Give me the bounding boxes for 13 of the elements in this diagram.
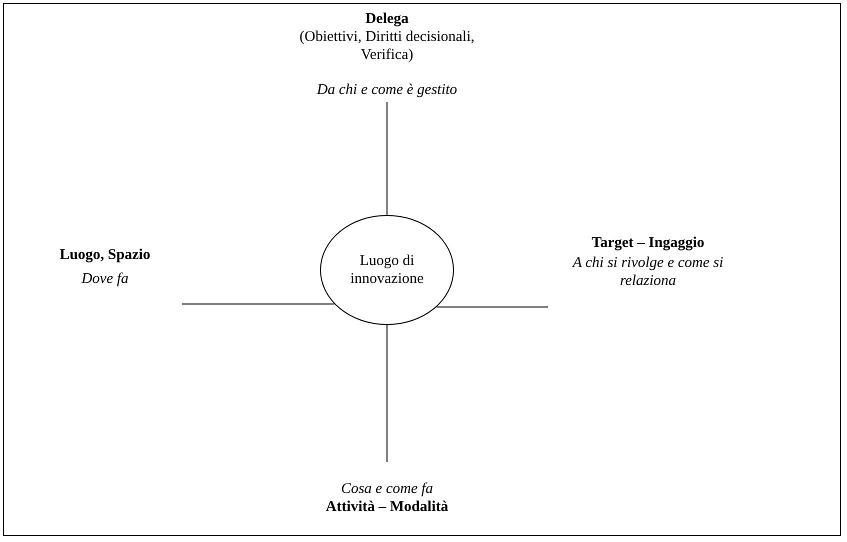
description-text: Cosa e come fa xyxy=(340,480,434,498)
ellipse-node: Luogo di innovazione xyxy=(320,215,454,325)
connector-line xyxy=(386,102,388,216)
connector-line xyxy=(436,306,548,308)
heading-text: Delega xyxy=(364,10,410,28)
heading-text: Attività – Modalità xyxy=(324,498,450,516)
description-text: Dove fa xyxy=(80,270,130,288)
description-text: Da chi e come è gestito xyxy=(316,81,458,99)
heading-text: Target – Ingaggio xyxy=(590,234,706,252)
description-text: A chi si rivolge e come si relaziona xyxy=(571,254,724,290)
detail-text: (Obiettivi, Diritti decisionali, Verifica) xyxy=(298,28,476,64)
heading-text: Luogo, Spazio xyxy=(58,246,152,264)
connector-line xyxy=(386,324,388,462)
